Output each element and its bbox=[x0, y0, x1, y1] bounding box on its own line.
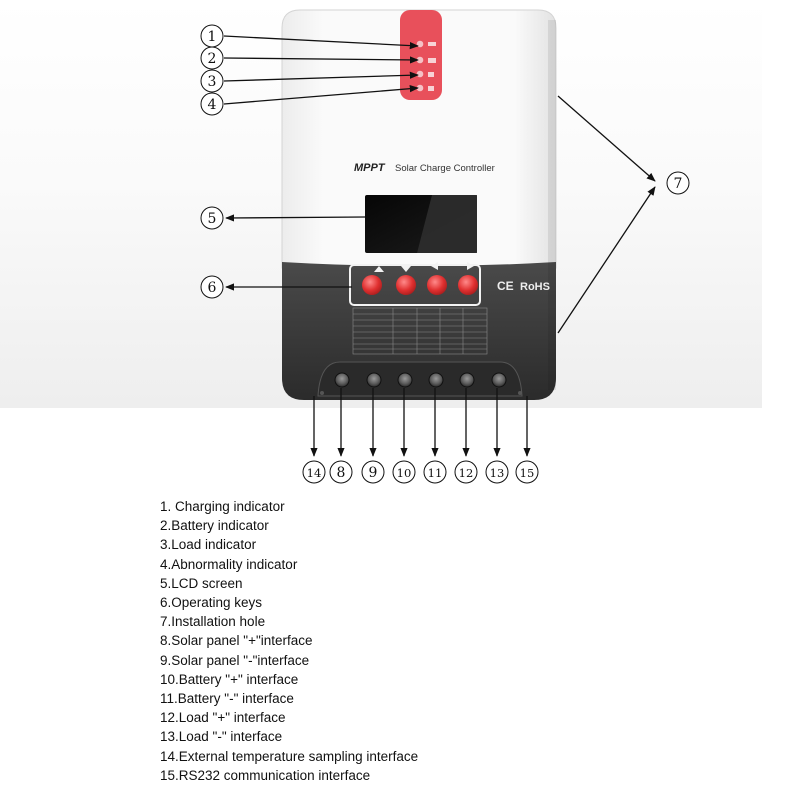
battery-indicator-icon bbox=[428, 58, 436, 63]
charging-indicator-icon bbox=[428, 42, 436, 46]
svg-text:12: 12 bbox=[459, 466, 474, 480]
solar-panel-positive-interface[interactable] bbox=[334, 372, 350, 388]
svg-text:7: 7 bbox=[674, 176, 683, 192]
load-positive-interface[interactable] bbox=[459, 372, 475, 388]
arrow-7a bbox=[557, 95, 656, 182]
callout-13: 13 bbox=[485, 460, 509, 484]
callout-3: 3 bbox=[200, 69, 224, 93]
svg-text:9: 9 bbox=[369, 465, 378, 481]
battery-positive-interface[interactable] bbox=[397, 372, 413, 388]
legend-item: 7.Installation hole bbox=[160, 614, 266, 630]
temperature-sampling-interface bbox=[320, 391, 324, 395]
legend-item: 9.Solar panel "-"interface bbox=[160, 652, 310, 668]
operating-key-2[interactable] bbox=[396, 275, 416, 295]
svg-text:4: 4 bbox=[208, 97, 217, 113]
operating-key-3[interactable] bbox=[427, 275, 447, 295]
callout-6: 6 bbox=[200, 275, 224, 299]
controller-body: MPPT Solar Charge Controller CE RoHS bbox=[281, 9, 557, 400]
load-indicator-icon bbox=[428, 72, 434, 77]
legend-item: 2.Battery indicator bbox=[160, 518, 269, 534]
side-bevel bbox=[548, 20, 556, 390]
load-negative-interface[interactable] bbox=[491, 372, 507, 388]
key-arrow-right-icon bbox=[467, 262, 474, 270]
callout-11: 11 bbox=[423, 460, 447, 484]
legend-item: 5.LCD screen bbox=[160, 575, 243, 591]
legend-item: 4.Abnormality indicator bbox=[160, 556, 298, 572]
callout-1: 1 bbox=[200, 24, 224, 48]
arrow-4 bbox=[223, 85, 419, 105]
legend-item: 11.Battery "-" interface bbox=[160, 691, 294, 707]
rs232-interface bbox=[518, 391, 522, 395]
abnormality-indicator-icon bbox=[428, 86, 434, 91]
brand-label: MPPT bbox=[354, 162, 386, 174]
callout-4: 4 bbox=[200, 92, 224, 116]
key-arrow-left-icon bbox=[431, 262, 438, 270]
svg-text:2: 2 bbox=[208, 51, 217, 67]
callout-8: 8 bbox=[329, 460, 353, 484]
svg-text:13: 13 bbox=[490, 466, 505, 480]
arrow-7b bbox=[557, 186, 656, 334]
svg-text:14: 14 bbox=[307, 466, 322, 480]
legend-item: 12.Load "+" interface bbox=[160, 710, 286, 726]
svg-text:11: 11 bbox=[428, 466, 443, 480]
key-arrows bbox=[374, 262, 474, 272]
arrow-5 bbox=[225, 214, 366, 222]
lcd-reflection bbox=[417, 195, 477, 253]
legend-item: 13.Load "-" interface bbox=[160, 729, 283, 745]
legend-item: 3.Load indicator bbox=[160, 537, 257, 553]
callout-labels: 1 2 3 4 5 6 7 14 8 9 10 11 12 13 15 bbox=[200, 24, 690, 484]
callout-2: 2 bbox=[200, 46, 224, 70]
ce-mark: CE bbox=[497, 279, 514, 293]
legend-item: 6.Operating keys bbox=[160, 595, 263, 611]
callout-15: 15 bbox=[515, 460, 539, 484]
svg-text:1: 1 bbox=[208, 29, 217, 45]
callout-arrows bbox=[223, 35, 656, 457]
terminal-ports bbox=[320, 372, 522, 395]
legend-item: 15.RS232 communication interface bbox=[160, 767, 371, 783]
callout-10: 10 bbox=[392, 460, 416, 484]
operating-key-1[interactable] bbox=[362, 275, 382, 295]
callout-14: 14 bbox=[302, 460, 326, 484]
callout-12: 12 bbox=[454, 460, 478, 484]
solar-panel-negative-interface[interactable] bbox=[366, 372, 382, 388]
key-arrow-down-icon bbox=[401, 266, 411, 272]
arrow-3 bbox=[223, 71, 419, 82]
terminal-bay bbox=[317, 361, 523, 397]
svg-text:3: 3 bbox=[208, 74, 217, 90]
callout-5: 5 bbox=[200, 206, 224, 230]
svg-text:10: 10 bbox=[397, 466, 412, 480]
callout-7: 7 bbox=[666, 171, 690, 195]
legend-item: 14.External temperature sampling interfa… bbox=[160, 748, 419, 764]
svg-text:8: 8 bbox=[337, 465, 346, 481]
battery-negative-interface[interactable] bbox=[428, 372, 444, 388]
callout-9: 9 bbox=[361, 460, 385, 484]
legend-item: 1. Charging indicator bbox=[160, 499, 285, 514]
legend-item: 8.Solar panel "+"interface bbox=[160, 633, 313, 649]
key-arrow-up-icon bbox=[374, 266, 384, 272]
spec-table bbox=[352, 307, 488, 355]
operating-key-4[interactable] bbox=[458, 275, 478, 295]
arrow-1 bbox=[223, 35, 419, 50]
svg-text:6: 6 bbox=[208, 280, 217, 296]
arrow-2 bbox=[223, 56, 419, 64]
component-legend: 1. Charging indicator 2.Battery indicato… bbox=[160, 497, 418, 785]
legend-item: 10.Battery "+" interface bbox=[160, 671, 299, 687]
product-name: Solar Charge Controller bbox=[395, 163, 495, 174]
svg-text:5: 5 bbox=[208, 211, 217, 227]
load-indicator-led bbox=[416, 70, 424, 78]
svg-text:15: 15 bbox=[520, 466, 535, 480]
upper-shell bbox=[281, 9, 557, 269]
rohs-mark: RoHS bbox=[520, 281, 550, 293]
keys-highlight-box bbox=[349, 264, 481, 306]
